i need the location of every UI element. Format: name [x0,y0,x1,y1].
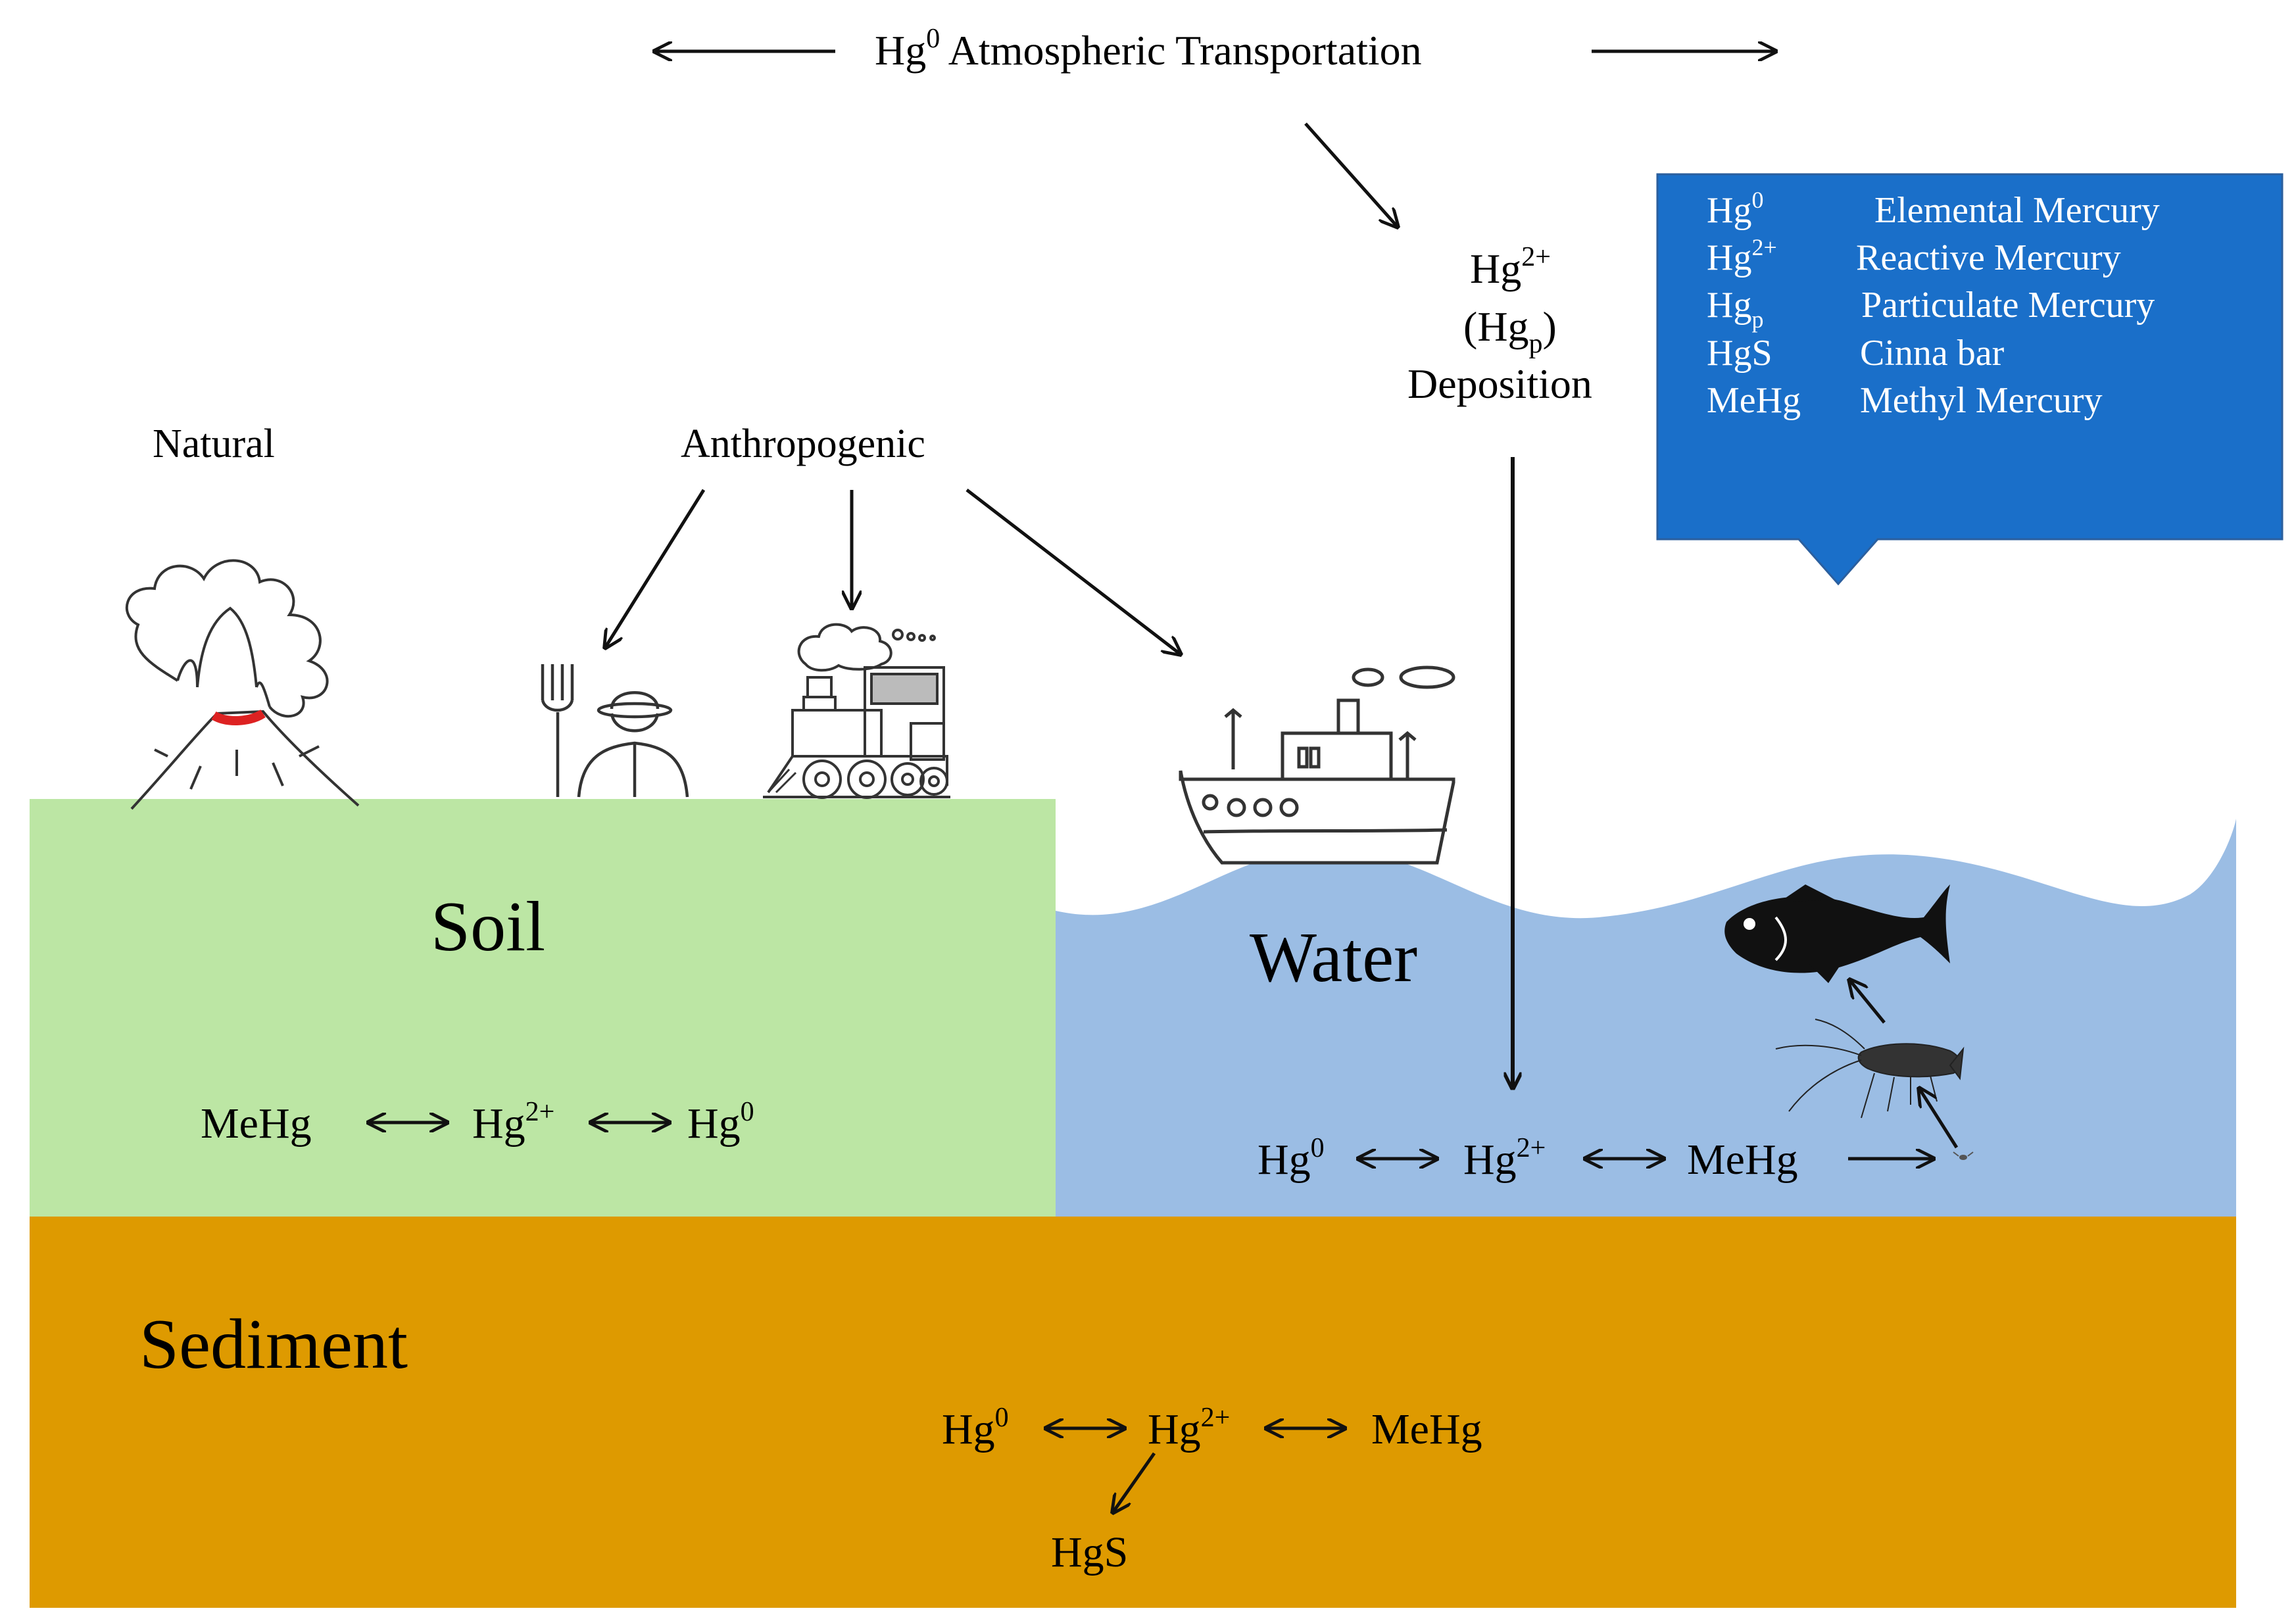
fish-icon [1724,884,1950,983]
legend-name: Methyl Mercury [1860,380,2103,421]
legend-name: Elemental Mercury [1874,190,2160,231]
legend-symbol: MeHg [1707,380,1801,421]
legend-symbol: HgS [1707,333,1772,374]
ship-icon [1179,665,1455,865]
legend-row: MeHg Methyl Mercury [1707,380,2103,421]
sediment-region [30,1217,2236,1608]
anthropogenic-to-ship-arrow [965,489,1181,654]
legend-symbol: Hgp [1707,285,1763,333]
legend-callout [1656,173,2284,586]
atmosphere-label: Hg0 Atmospheric Transportation [875,24,1422,74]
legend-name: Reactive Mercury [1856,237,2121,278]
legend-name: Cinna bar [1860,333,2005,374]
legend-symbol: Hg2+ [1707,234,1777,278]
train-icon [763,623,950,799]
sediment-cycle-arrow-to-hgs [1113,1452,1156,1512]
legend-row: HgS Cinna bar [1707,333,2005,374]
deposition-hg2: Hg2+ [1470,242,1551,292]
legend-symbol: Hg0 [1707,187,1763,231]
anthropogenic-to-farmer-arrow [605,489,706,648]
natural-label: Natural [153,422,275,466]
deposition-label: Deposition [1407,360,1592,407]
sediment-cycle-mehg: MeHg [1371,1405,1482,1453]
sediment-cycle-hg2: Hg2+ [1148,1403,1230,1453]
sediment-cycle-hg0: Hg0 [942,1403,1009,1453]
sediment-cycle-hgs: HgS [1051,1528,1128,1576]
water-cycle-hg0: Hg0 [1258,1133,1325,1184]
water-region [1056,819,2236,1217]
water-cycle-mehg: MeHg [1687,1136,1798,1184]
water-cycle-hg2: Hg2+ [1463,1133,1546,1184]
soil-cycle-hg2: Hg2+ [472,1097,554,1148]
farmer-icon [541,664,689,798]
shrimp-icon [1775,1019,1965,1119]
legend-row: Hg0 Elemental Mercury [1707,187,2160,231]
volcano-icon [125,559,360,810]
shrimp-to-fish-arrow [1849,980,1886,1024]
legend-name: Particulate Mercury [1861,285,2155,326]
soil-cycle-mehg: MeHg [201,1099,312,1148]
soil-label: Soil [431,888,545,966]
plankton-to-shrimp-arrow [1919,1088,1959,1149]
sediment-label: Sediment [139,1305,408,1384]
anthropogenic-label: Anthropogenic [681,422,925,466]
water-label: Water [1250,919,1417,997]
plankton-icon [1953,1151,1974,1160]
soil-region [30,799,1056,1217]
soil-cycle-hg0: Hg0 [687,1097,754,1148]
deposition-hgp: (Hgp) [1463,303,1557,359]
legend-row: Hgp Particulate Mercury [1707,285,2155,333]
legend-row: Hg2+ Reactive Mercury [1707,234,2121,278]
deposition-diagonal-arrow [1304,122,1398,227]
